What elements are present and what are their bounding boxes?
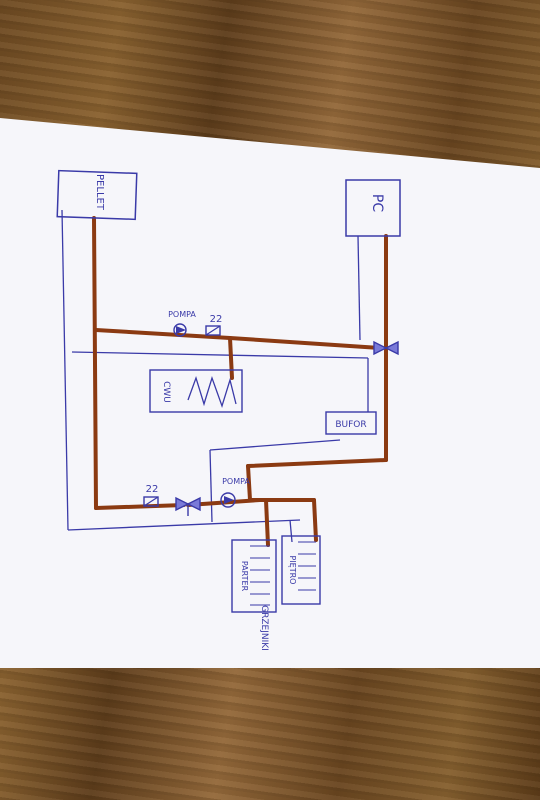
return-lines bbox=[61, 209, 369, 543]
bufor-tank bbox=[325, 411, 377, 435]
pellet-label: PELLET bbox=[94, 174, 105, 211]
bottom-pump-label: POMPA bbox=[222, 477, 250, 486]
top-pump-arrow-icon bbox=[176, 326, 186, 334]
top-pump-label: POMPA bbox=[168, 310, 196, 319]
cwu-label: CWU bbox=[161, 381, 171, 403]
bottom-pump-arrow-icon bbox=[224, 496, 234, 504]
top-valve-icon bbox=[205, 325, 221, 336]
pietro-label: PIĘTRO bbox=[288, 556, 297, 585]
radiator-pietro bbox=[281, 535, 321, 605]
top-valve-check-icon bbox=[205, 325, 221, 336]
top-valve-label: 22 bbox=[210, 314, 223, 325]
paper-sheet bbox=[0, 118, 540, 668]
bottom-valve-icon bbox=[143, 496, 159, 507]
pellet-boiler bbox=[56, 169, 138, 221]
parter-label: PARTER bbox=[240, 561, 249, 592]
pc-label: PC bbox=[369, 194, 385, 212]
radiator-parter bbox=[231, 539, 277, 613]
bufor-label: BUFOR bbox=[335, 420, 366, 430]
three-way-valve-bottom bbox=[175, 496, 201, 516]
cwu-tank bbox=[149, 369, 243, 413]
bottom-pump-icon bbox=[220, 492, 236, 508]
cwu-coil-icon bbox=[187, 375, 237, 409]
bottom-valve-check-icon bbox=[143, 496, 159, 507]
three-way-valve-top bbox=[373, 340, 399, 356]
grzejniki-label: GRZEJNIKI bbox=[259, 605, 269, 651]
heat-pump-pc bbox=[345, 179, 401, 237]
bottom-valve-label: 22 bbox=[146, 484, 159, 495]
